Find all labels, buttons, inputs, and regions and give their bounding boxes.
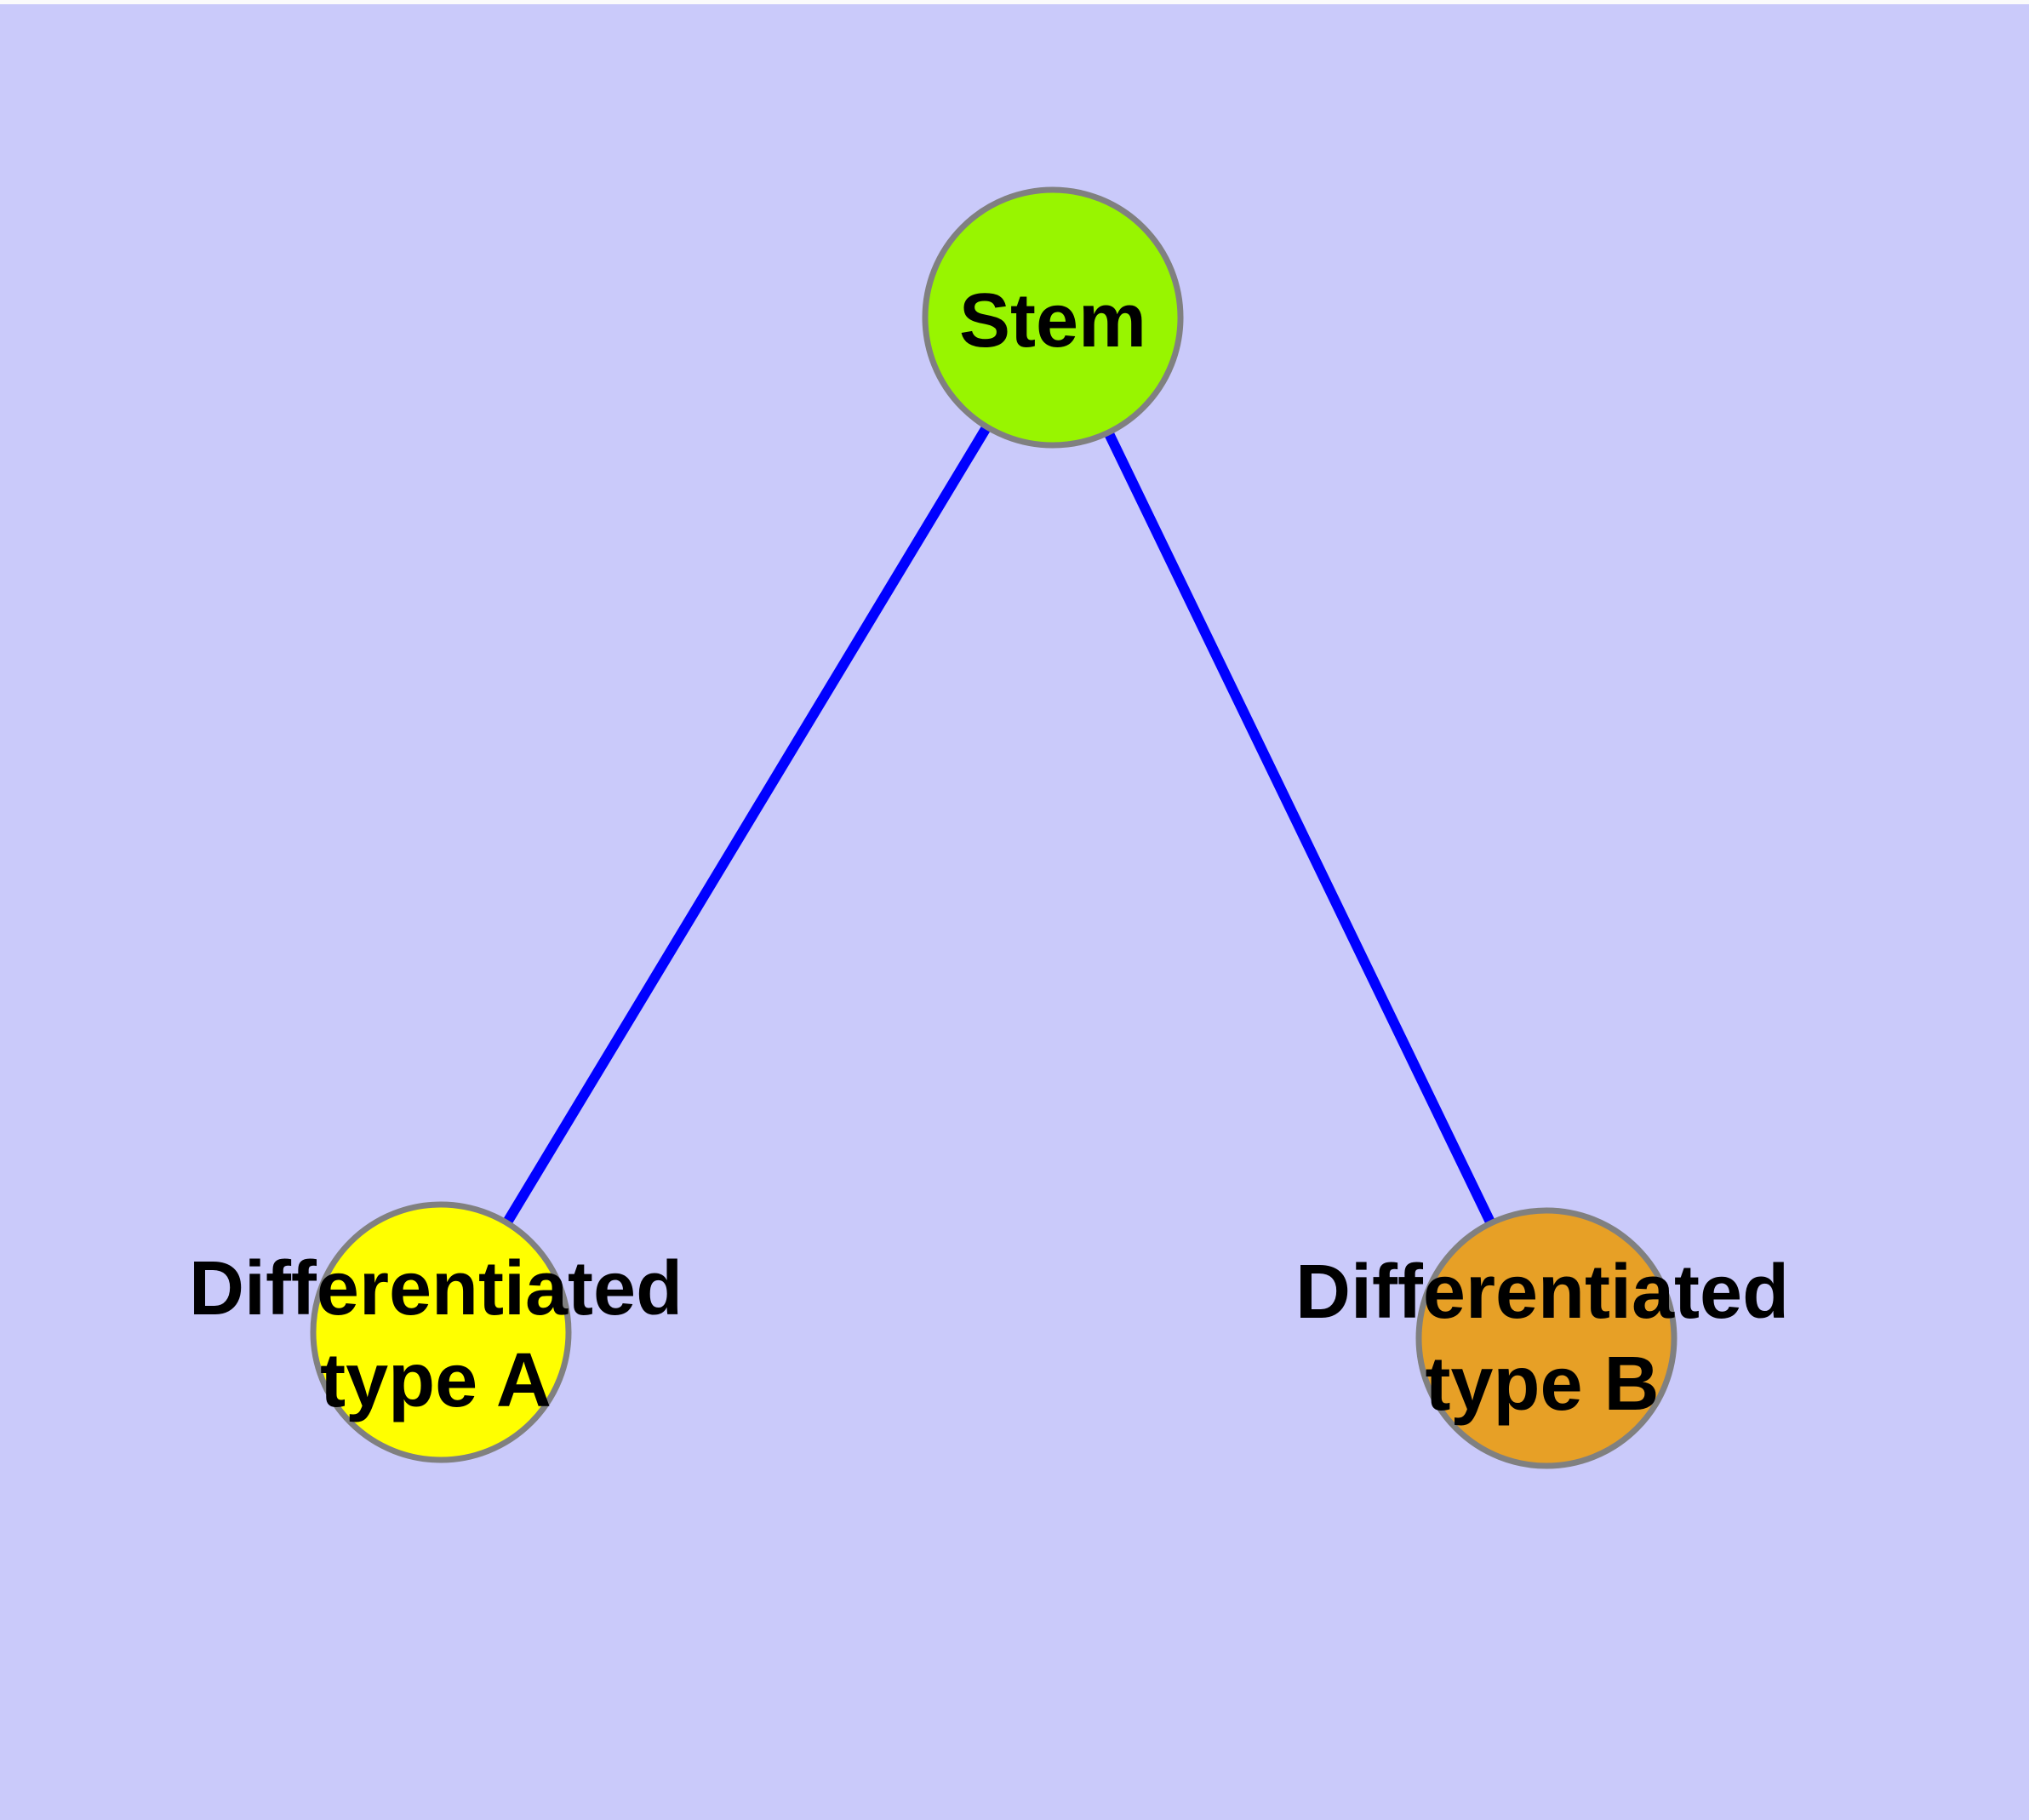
node-type-a-label: Differentiated type A xyxy=(189,1243,683,1427)
node-stem-label-line: Stem xyxy=(958,278,1147,363)
node-type-b-label-line2: type B xyxy=(1425,1342,1660,1427)
node-type-b-label: Differentiated type B xyxy=(1295,1246,1789,1430)
node-type-a-circle xyxy=(310,1201,572,1463)
node-type-b-label-line1: Differentiated xyxy=(1295,1250,1790,1335)
edge-stem-to-type-a xyxy=(436,314,1058,1336)
node-type-b-circle xyxy=(1415,1207,1677,1469)
edge-stem-to-type-b xyxy=(1048,315,1552,1341)
node-type-a-label-line2: type A xyxy=(320,1338,552,1423)
node-stem-circle xyxy=(922,186,1184,449)
window-top-edge-artifact xyxy=(0,0,2029,4)
node-type-a-label-line1: Differentiated xyxy=(188,1246,683,1331)
node-stem-label: Stem xyxy=(959,275,1146,367)
